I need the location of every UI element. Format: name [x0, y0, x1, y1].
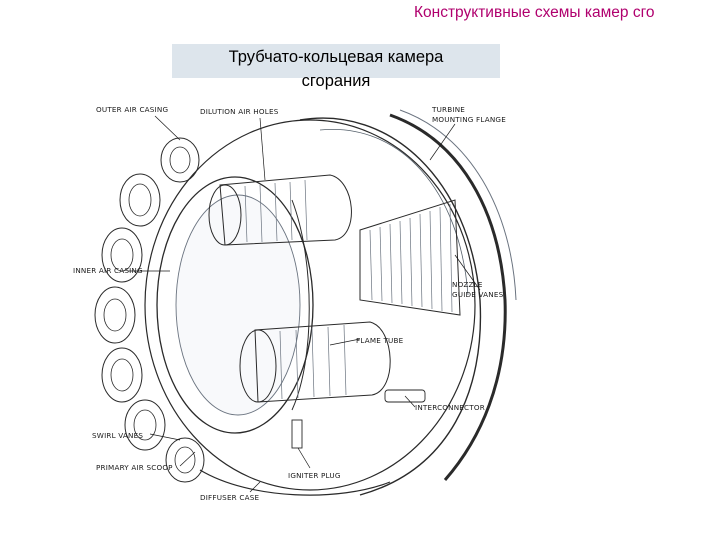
- slide-header: Конструктивные схемы камер сго: [414, 4, 655, 21]
- label-inner-air-casing: INNER AIR CASING: [73, 266, 143, 275]
- label-swirl-vanes: SWIRL VANES: [92, 431, 143, 440]
- slide-title-line-2: сгорания: [301, 72, 371, 90]
- inner-air-casing: [156, 176, 314, 434]
- label-primary-air-scoop: PRIMARY AIR SCOOP: [96, 463, 173, 472]
- slide-title-line-1: Трубчато-кольцевая камера: [228, 48, 444, 66]
- label-dilution-air-holes: DILUTION AIR HOLES: [200, 107, 279, 116]
- nozzle-guide-vanes: [359, 199, 461, 316]
- label-interconnector: INTERCONNECTOR: [415, 403, 485, 412]
- leader-lines: [128, 115, 481, 493]
- label-outer-air-casing: OUTER AIR CASING: [96, 105, 168, 114]
- title-box: [172, 44, 500, 78]
- igniter-plug: [291, 419, 303, 449]
- flame-tube-upper: [208, 174, 352, 246]
- flame-tube-lower: [239, 321, 391, 403]
- label-turbine-mounting-flange-1: TURBINE: [431, 105, 465, 114]
- outer-casing: [144, 117, 482, 496]
- combustion-chamber-illustration: OUTER AIR CASING DILUTION AIR HOLES TURB…: [73, 105, 517, 502]
- label-diffuser-case: DIFFUSER CASE: [200, 493, 259, 502]
- turbine-mounting-flange: [389, 109, 517, 481]
- label-nozzle-guide-vanes-1: NOZZLE: [452, 280, 483, 289]
- label-nozzle-guide-vanes-2: GUIDE VANES: [452, 290, 504, 299]
- interconnector: [384, 389, 426, 403]
- label-igniter-plug: IGNITER PLUG: [288, 471, 341, 480]
- diffuser-case: [199, 469, 391, 496]
- label-flame-tube: FLAME TUBE: [356, 336, 404, 345]
- label-turbine-mounting-flange-2: MOUNTING FLANGE: [432, 115, 506, 124]
- primary-air-scoops: [94, 137, 205, 483]
